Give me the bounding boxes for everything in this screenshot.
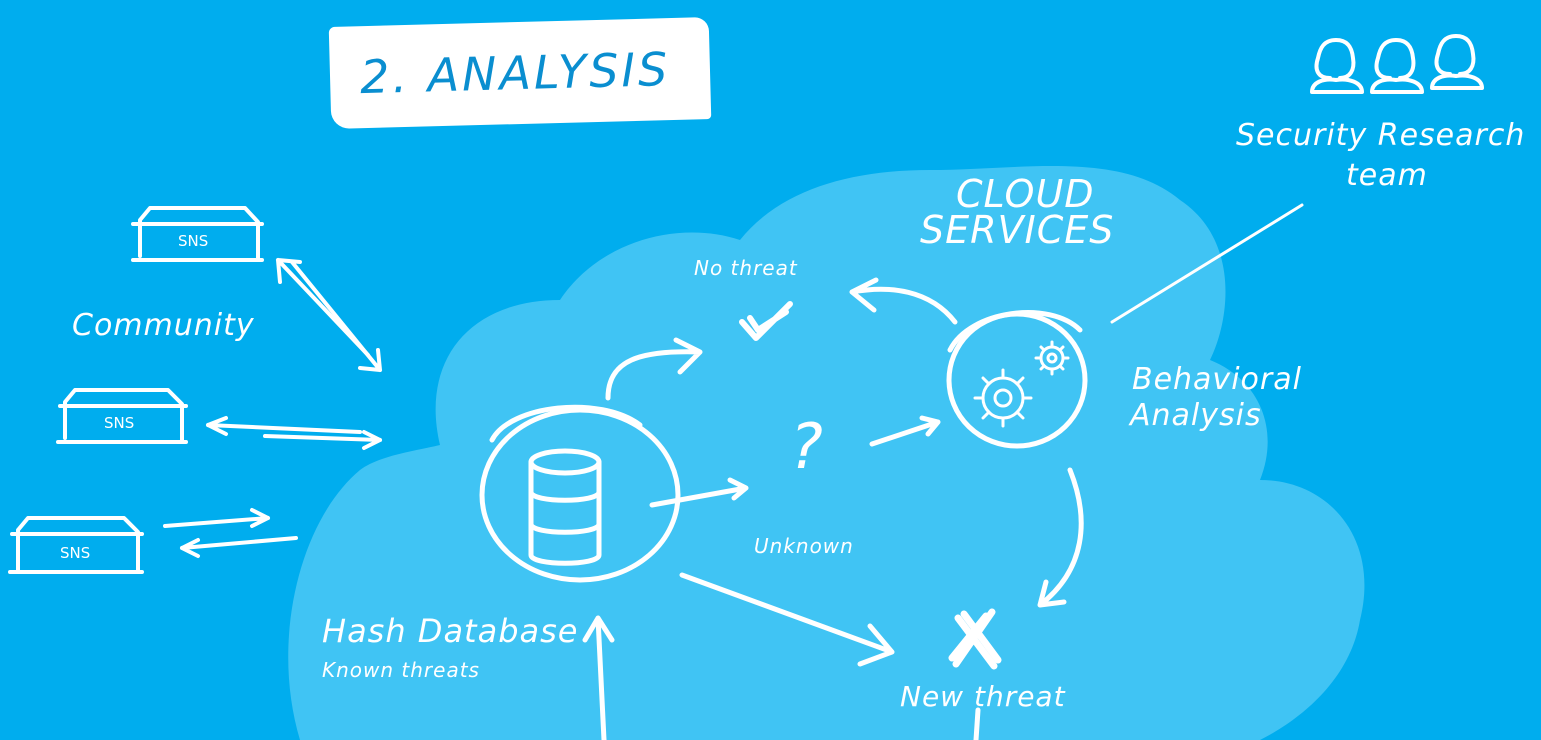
sns-box-3 (8, 516, 144, 574)
unknown-label: Unknown (754, 534, 854, 558)
hash-db-label: Hash Database (322, 612, 579, 650)
community-arrows (163, 258, 382, 558)
title-card: 2. ANALYSIS (328, 17, 712, 129)
check-icon (739, 301, 793, 341)
x-icon (948, 608, 1002, 670)
known-threats-label: Known threats (322, 658, 480, 682)
gear-large (973, 368, 1033, 428)
sns-label-1: SNS (178, 232, 209, 250)
cloud-shape (288, 166, 1365, 740)
gear-small (1034, 340, 1070, 376)
page-title: 2. ANALYSIS (359, 42, 671, 105)
cloud-title-line1: CLOUD (956, 172, 1095, 216)
sns-box-1 (131, 206, 264, 262)
community-label: Community (72, 308, 255, 343)
people-icon (1310, 34, 1484, 94)
sns-box-2 (56, 388, 188, 444)
flow-arrows (582, 277, 1084, 740)
cloud-title-line2: SERVICES (920, 208, 1115, 252)
new-threat-label: New threat (900, 680, 1066, 713)
team-label-line2: team (1346, 158, 1428, 193)
unknown-mark: ? (790, 410, 824, 483)
behavioral-label-line1: Behavioral (1132, 362, 1302, 397)
team-label-line1: Security Research (1236, 118, 1526, 153)
behavioral-label-line2: Analysis (1130, 398, 1262, 433)
sns-label-2: SNS (104, 414, 135, 432)
team-link-line (1110, 203, 1304, 324)
sns-label-3: SNS (60, 544, 91, 562)
no-threat-label: No threat (694, 256, 798, 280)
database-icon (479, 404, 681, 583)
gear-icon (946, 310, 1088, 449)
